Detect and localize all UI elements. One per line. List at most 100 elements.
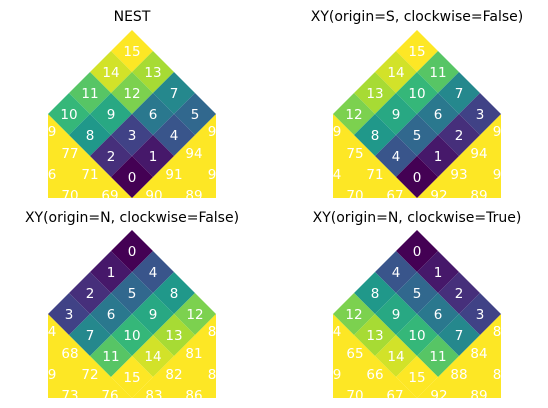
pixel-label: 15 (408, 370, 425, 386)
neighbour-pixel-label: 8 (493, 324, 502, 340)
outside-region (333, 314, 501, 398)
pixel-label: 5 (413, 286, 422, 302)
outside-region (48, 314, 216, 398)
pixel-label: 4 (392, 149, 401, 165)
pixel-label: 1 (434, 149, 443, 165)
neighbour-pixel-label: 67 (386, 388, 403, 404)
pixel-label: 2 (455, 128, 464, 144)
pixel-label: 14 (387, 65, 404, 81)
pixel-cell (396, 356, 438, 398)
neighbour-pixel-label: 9 (333, 124, 342, 140)
neighbour-pixel-label: 89 (470, 188, 487, 204)
neighbour-pixel-label: 71 (81, 167, 98, 183)
neighbour-pixel-label: 73 (61, 388, 78, 404)
pixel-label: 10 (123, 328, 140, 344)
neighbour-pixel-label: 9 (493, 124, 502, 140)
pixel-label: 8 (371, 128, 380, 144)
pixel-label: 7 (170, 86, 179, 102)
pixel-label: 0 (413, 170, 422, 186)
pixel-label: 8 (170, 286, 179, 302)
pixel-label: 3 (65, 307, 74, 323)
neighbour-pixel-label: 4 (333, 167, 342, 183)
pixel-label: 5 (128, 286, 137, 302)
pixel-label: 7 (455, 86, 464, 102)
neighbour-pixel-label: 91 (165, 167, 182, 183)
neighbour-pixel-label: 66 (366, 367, 383, 383)
pixel-label: 9 (149, 307, 158, 323)
pixel-label: 15 (123, 370, 140, 386)
pixel-label: 1 (434, 265, 443, 281)
panel-title-xy-origin-s-ccw: XY(origin=S, clockwise=False) (311, 9, 524, 25)
pixel-label: 13 (366, 86, 383, 102)
pixel-label: 3 (476, 307, 485, 323)
pixel-label: 10 (60, 107, 77, 123)
neighbour-pixel-label: 4 (333, 324, 342, 340)
neighbour-pixel-label: 8 (208, 324, 217, 340)
pixel-label: 14 (387, 349, 404, 365)
panel-title-xy-origin-n-cw: XY(origin=N, clockwise=True) (313, 210, 522, 226)
pixel-label: 6 (149, 107, 158, 123)
pixel-label: 4 (392, 265, 401, 281)
neighbour-pixel-label: 4 (48, 324, 57, 340)
neighbour-pixel-label: 88 (450, 367, 467, 383)
neighbour-pixel-label: 94 (470, 146, 487, 162)
pixel-label: 0 (128, 244, 137, 260)
pixel-label: 12 (345, 107, 362, 123)
pixel-label: 5 (191, 107, 200, 123)
neighbour-pixel-label: 76 (101, 388, 118, 404)
pixel-label: 13 (144, 65, 161, 81)
pixel-label: 8 (86, 128, 95, 144)
pixel-label: 9 (392, 107, 401, 123)
pixel-label: 5 (413, 128, 422, 144)
pixel-cell (111, 156, 153, 198)
neighbour-pixel-label: 83 (145, 388, 162, 404)
pixel-label: 2 (455, 286, 464, 302)
neighbour-pixel-label: 8 (493, 367, 502, 383)
pixel-label: 6 (434, 107, 443, 123)
neighbour-pixel-label: 9 (48, 124, 57, 140)
pixel-label: 9 (392, 307, 401, 323)
outside-region (48, 114, 216, 198)
neighbour-pixel-label: 75 (346, 146, 363, 162)
neighbour-pixel-label: 90 (145, 188, 162, 204)
pixel-label: 9 (107, 107, 116, 123)
pixel-label: 11 (81, 86, 98, 102)
pixel-label: 0 (128, 170, 137, 186)
panel-title-xy-origin-n-ccw: XY(origin=N, clockwise=False) (25, 210, 239, 226)
pixel-label: 2 (86, 286, 95, 302)
neighbour-pixel-label: 93 (450, 167, 467, 183)
neighbour-pixel-label: 65 (346, 346, 363, 362)
neighbour-pixel-label: 89 (185, 188, 202, 204)
pixel-label: 15 (408, 44, 425, 60)
pixel-label: 8 (371, 286, 380, 302)
neighbour-pixel-label: 82 (165, 367, 182, 383)
pixel-label: 1 (107, 265, 116, 281)
pixel-label: 7 (86, 328, 95, 344)
neighbour-pixel-label: 94 (185, 146, 202, 162)
pixel-label: 12 (123, 86, 140, 102)
pixel-label: 7 (455, 328, 464, 344)
pixel-label: 12 (186, 307, 203, 323)
panel-title-nest: NEST (114, 9, 151, 25)
neighbour-pixel-label: 84 (470, 346, 487, 362)
pixel-label: 15 (123, 44, 140, 60)
pixel-cell (111, 356, 153, 398)
neighbour-pixel-label: 8 (208, 367, 217, 383)
pixel-label: 3 (128, 128, 137, 144)
pixel-label: 13 (165, 328, 182, 344)
neighbour-pixel-label: 70 (346, 188, 363, 204)
pixel-label: 14 (102, 65, 119, 81)
pixel-label: 10 (408, 86, 425, 102)
neighbour-pixel-label: 9 (208, 167, 217, 183)
pixel-label: 6 (107, 307, 116, 323)
pixel-label: 0 (413, 244, 422, 260)
neighbour-pixel-label: 9 (333, 367, 342, 383)
pixel-cell (396, 156, 438, 198)
pixel-label: 1 (149, 149, 158, 165)
pixel-label: 11 (429, 349, 446, 365)
outside-region (333, 114, 501, 198)
neighbour-pixel-label: 92 (430, 388, 447, 404)
